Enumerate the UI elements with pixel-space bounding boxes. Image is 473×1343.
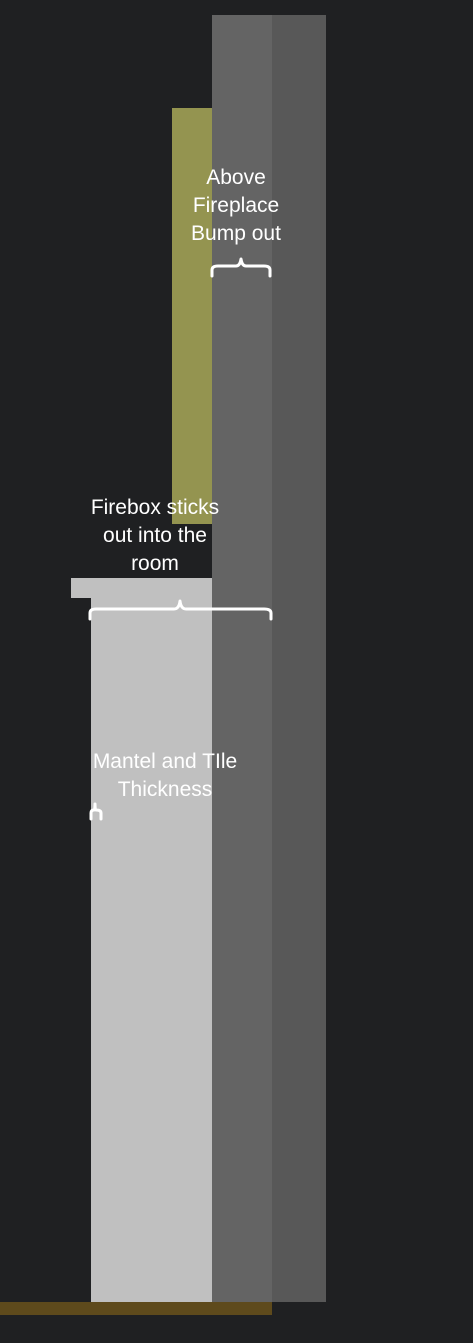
wall-bumpout-section (212, 15, 272, 1302)
above-bumpout-label: Above Fireplace Bump out (191, 166, 281, 245)
wall-back-section (272, 15, 326, 1302)
mantel-shelf (71, 578, 212, 598)
accent-panel (172, 108, 212, 524)
floor-strip (0, 1302, 272, 1315)
firebox-label: Firebox sticks out into the room (90, 496, 220, 575)
firebox-block (91, 597, 212, 1302)
mantel-tile-label: Mantel and TIle Thickness (92, 750, 238, 801)
